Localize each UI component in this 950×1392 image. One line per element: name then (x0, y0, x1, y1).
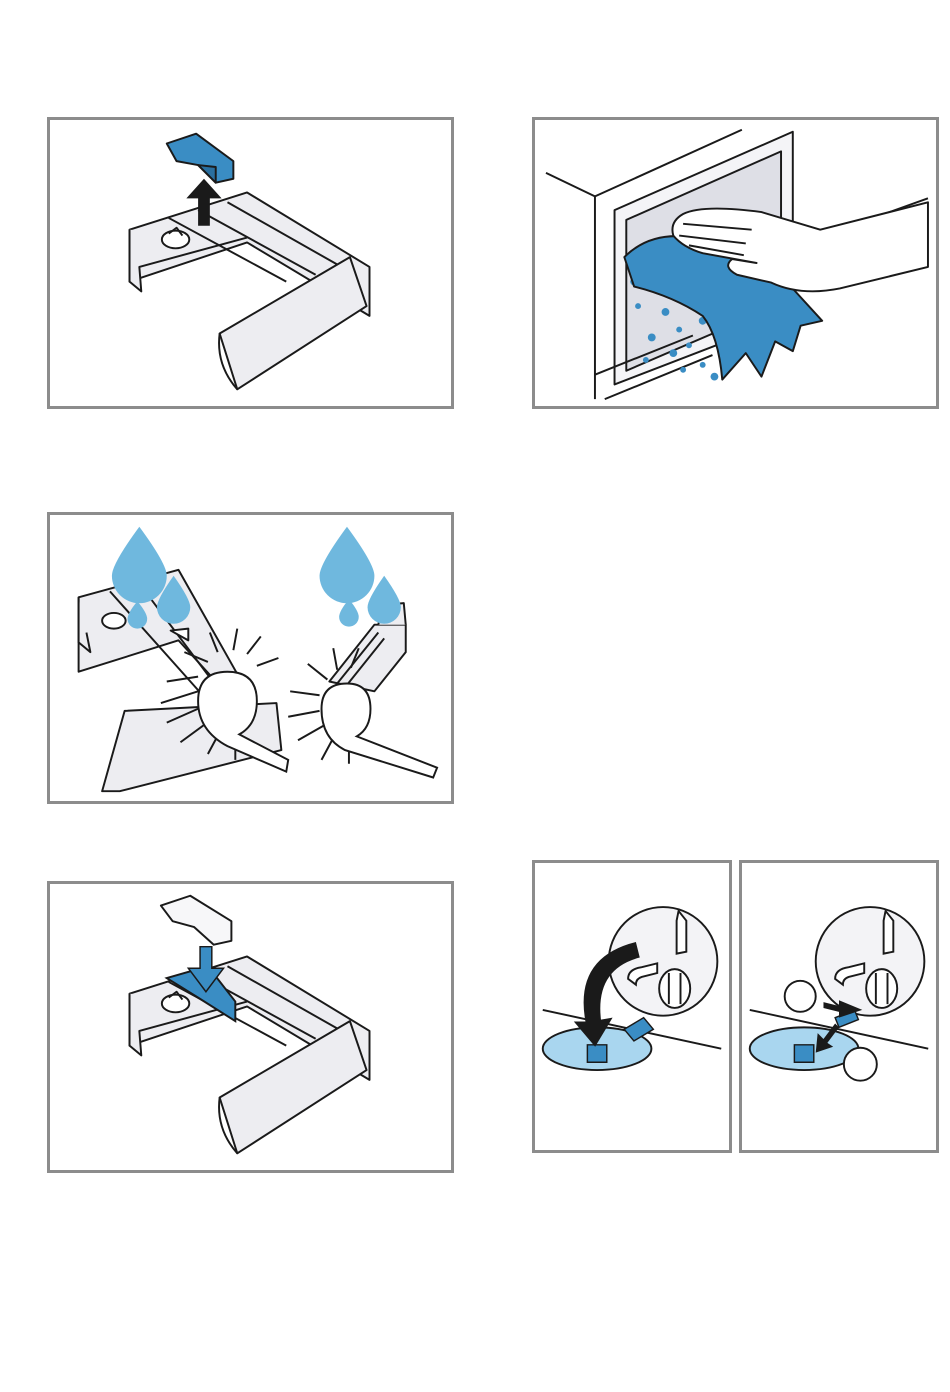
callout-1 (785, 981, 816, 1012)
figure-remove-siphon (47, 117, 454, 409)
recess-illustration (535, 120, 936, 406)
drawer-icon (130, 192, 370, 389)
figure-remove-pump-flap (739, 860, 939, 1153)
siphon-insert-icon (167, 134, 234, 183)
brush-illustration (50, 515, 451, 801)
drawer-illustration (50, 120, 451, 406)
flap-icon (750, 1010, 859, 1070)
pump-open-illustration (535, 863, 729, 1150)
pump-remove-illustration (742, 863, 936, 1150)
figure-open-pump-flap (532, 860, 732, 1153)
drawer-icon (130, 956, 370, 1153)
reinsert-illustration (50, 884, 451, 1170)
figure-reinsert-siphon (47, 881, 454, 1173)
siphon-insert-icon (161, 896, 232, 945)
figure-brush-clean-drawer (47, 512, 454, 804)
figure-wipe-drawer-recess (532, 117, 939, 409)
callout-2 (844, 1048, 877, 1081)
pump-cover-icon (816, 907, 925, 1016)
